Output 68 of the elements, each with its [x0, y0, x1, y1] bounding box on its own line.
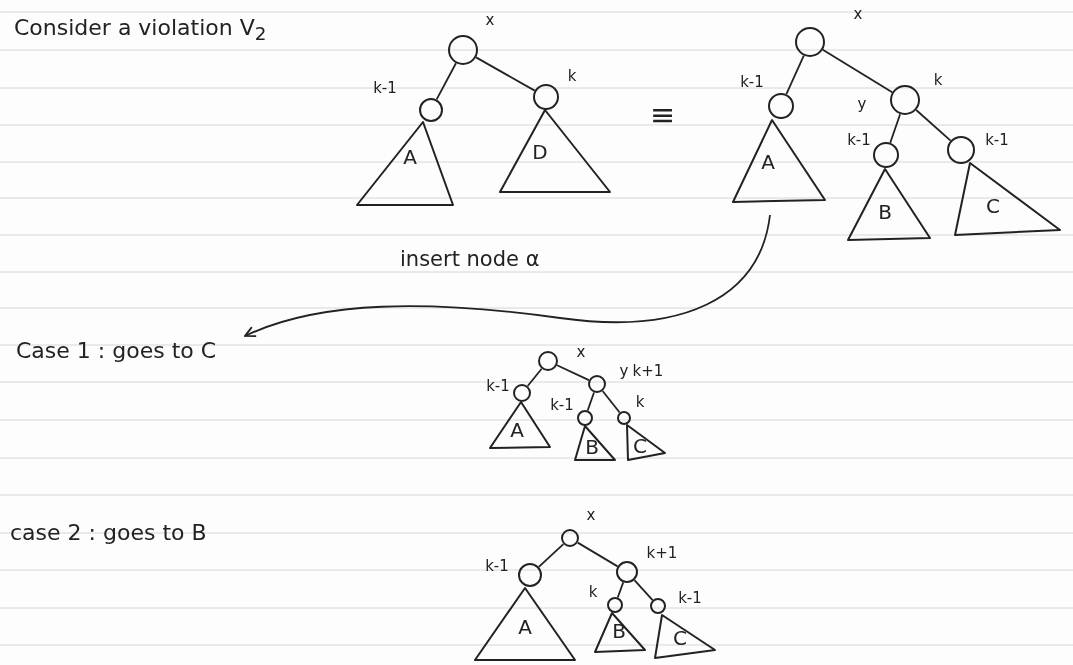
- heading: Consider a violation V$_{2}$: [14, 16, 267, 45]
- tree-edge: [526, 367, 543, 387]
- height-label: k: [567, 68, 577, 84]
- equivalence-sign: ≡: [650, 98, 676, 131]
- height-label: k-1: [847, 132, 871, 148]
- height-label: k-1: [373, 80, 397, 96]
- tree-node-circle: [616, 561, 638, 583]
- tree-node-circle: [588, 375, 606, 393]
- tree-edge: [556, 364, 590, 382]
- height-label: k-1: [485, 558, 509, 574]
- subtree-label: C: [673, 628, 687, 648]
- subtree-label: C: [633, 436, 647, 456]
- case-heading: case 2 : goes to B: [10, 521, 207, 546]
- height-label: k-1: [985, 132, 1009, 148]
- tree-node-circle: [617, 411, 631, 425]
- subtree-label: A: [518, 617, 532, 637]
- subtree-label: D: [532, 142, 548, 162]
- height-label: k+1: [632, 363, 664, 379]
- height-label: k-1: [486, 378, 510, 394]
- height-label: k: [635, 394, 645, 410]
- tree-edge: [601, 390, 621, 414]
- height-label: k: [588, 584, 598, 600]
- height-label: k-1: [740, 74, 764, 90]
- tree-node-circle: [873, 142, 899, 168]
- subtree-label: B: [585, 437, 599, 457]
- subtree-label: B: [878, 202, 892, 222]
- height-label: k-1: [550, 397, 574, 413]
- subtree-label: C: [986, 196, 1000, 216]
- height-label: y: [857, 96, 867, 112]
- height-label: x: [853, 6, 863, 22]
- tree-node-circle: [890, 85, 920, 115]
- tree-edge: [889, 113, 901, 144]
- subtree-label: A: [510, 420, 524, 440]
- tree-node-circle: [448, 35, 478, 65]
- tree-edge: [821, 48, 894, 94]
- height-label: k-1: [678, 590, 702, 606]
- tree-edge: [616, 581, 625, 599]
- height-label: x: [586, 507, 596, 523]
- subtree-label: A: [761, 152, 775, 172]
- tree-edge: [915, 109, 952, 142]
- height-label: y: [619, 363, 629, 379]
- height-label: k+1: [646, 545, 678, 561]
- curved-arrow: [244, 214, 771, 338]
- subtree-label: B: [612, 621, 626, 641]
- tree-edge: [475, 56, 536, 92]
- tree-node-circle: [947, 136, 975, 164]
- tree-edge: [537, 543, 565, 568]
- tree-node-circle: [533, 84, 559, 110]
- height-label: k: [933, 72, 943, 88]
- height-label: x: [576, 344, 586, 360]
- height-label: x: [485, 12, 495, 28]
- tree-node-circle: [419, 98, 443, 122]
- tree-edge: [435, 62, 457, 101]
- tree-node-circle: [561, 529, 579, 547]
- tree-edge: [576, 541, 619, 568]
- tree-node-circle: [607, 597, 623, 613]
- tree-node-circle: [768, 93, 794, 119]
- tree-node-circle: [650, 598, 666, 614]
- tree-node-circle: [513, 384, 531, 402]
- subtree-label: A: [403, 147, 417, 167]
- tree-edge: [785, 54, 805, 96]
- tree-edge: [586, 391, 595, 412]
- tree-node-circle: [577, 410, 593, 426]
- tree-node-circle: [538, 351, 558, 371]
- case-heading: Case 1 : goes to C: [16, 338, 217, 365]
- tree-edge: [633, 579, 654, 601]
- tree-node-circle: [518, 563, 542, 587]
- tree-node-circle: [795, 27, 825, 57]
